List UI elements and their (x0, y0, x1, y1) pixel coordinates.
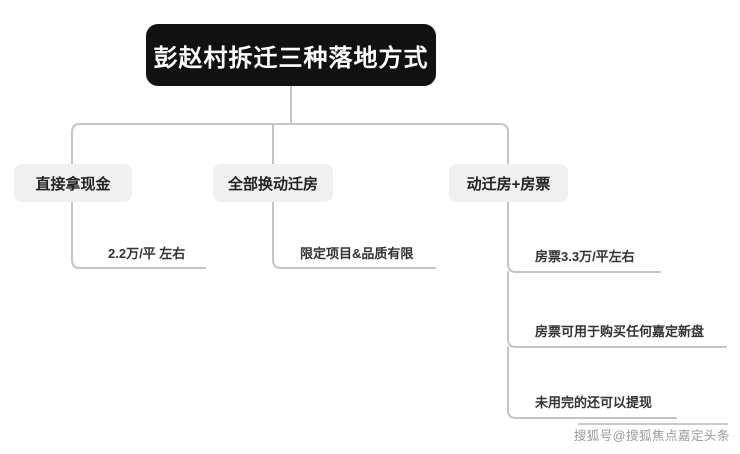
watermark-rule (578, 423, 728, 425)
connector-branch-0 (71, 123, 292, 165)
branch-node-relocation-housing[interactable]: 全部换动迁房 (213, 164, 333, 202)
branch-node-label: 全部换动迁房 (228, 175, 319, 193)
watermark-text: 搜狐号@搜狐焦点嘉定头条 (573, 429, 730, 443)
leaf-label-limited-projects: 限定项目&品质有限 (300, 246, 414, 261)
branch-node-label: 动迁房+房票 (466, 175, 551, 193)
branch-node-housing-plus-voucher[interactable]: 动迁房+房票 (449, 164, 568, 202)
leaf-label-voucher-usage: 房票可用于购买任何嘉定新盘 (535, 324, 705, 339)
branch-node-cash[interactable]: 直接拿现金 (14, 164, 132, 202)
leaf-label-voucher-cashout: 未用完的还可以提现 (535, 395, 653, 410)
connector-branch-2 (290, 123, 509, 165)
root-node-label: 彭赵村拆迁三种落地方式 (153, 44, 429, 72)
connector-branch-1 (272, 123, 292, 165)
leaf-label-cash-price: 2.2万/平 左右 (108, 246, 186, 261)
branch-node-label: 直接拿现金 (35, 175, 111, 193)
root-node[interactable]: 彭赵村拆迁三种落地方式 (146, 24, 436, 86)
leaf-label-voucher-price: 房票3.3万/平左右 (535, 249, 635, 264)
